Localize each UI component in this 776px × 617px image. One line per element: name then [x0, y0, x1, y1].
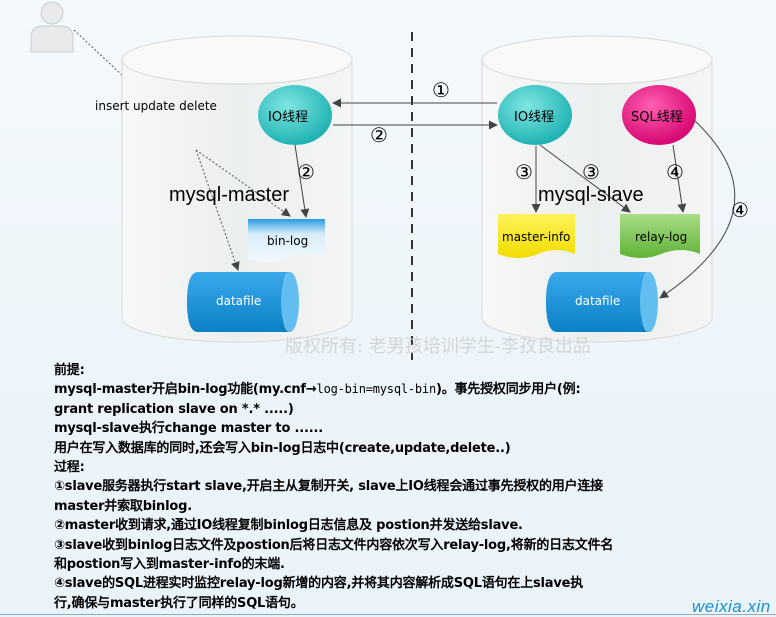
notes-heading-process: 过程:	[54, 460, 85, 476]
slave-datafile-shape	[546, 272, 658, 332]
step-1-marker: ①	[432, 78, 450, 102]
master-info-doc-shape	[498, 214, 575, 258]
notes-line: ②master收到请求,通过IO线程复制binlog日志信息及 postion并…	[54, 518, 523, 534]
user-connector	[73, 29, 124, 77]
relay-log-label: relay-log	[635, 230, 688, 244]
slave-sql-thread-label: SQL线程	[631, 110, 683, 125]
notes-section: 前提: mysql-master开启bin-log功能(my.cnf→log-b…	[54, 361, 764, 613]
insert-update-delete-label: insert update delete	[95, 99, 217, 113]
slave-datafile-label: datafile	[575, 294, 621, 308]
replication-diagram	[30, 1, 736, 360]
arrow-master-io-to-binlog	[294, 144, 310, 218]
slave-io-thread-shape	[498, 85, 572, 145]
dotted-arrow-to-binlog	[195, 149, 291, 217]
relay-log-doc-shape	[620, 214, 700, 258]
arrow-slave-io-to-relay-log	[539, 144, 631, 213]
notes-code: log-bin=mysql-bin	[316, 382, 437, 397]
binlog-doc-shape	[248, 219, 325, 262]
notes-line: ④slave的SQL进程实时监控relay-log新增的内容,并将其内容解析成S…	[54, 576, 584, 592]
master-datafile-shape	[187, 272, 299, 332]
notes-heading-premise: 前提:	[54, 363, 85, 378]
notes-line: 和postion写入到master-info的末端.	[54, 557, 285, 573]
master-io-thread-shape	[258, 85, 332, 145]
slave-sql-thread-shape	[622, 85, 696, 145]
arrow-sql-to-datafile	[659, 119, 736, 299]
dotted-arrow-to-datafile	[195, 149, 240, 271]
notes-line: ①slave服务器执行start slave,开启主从复制开关, slave上I…	[54, 479, 603, 495]
notes-line: 行,确保与master执行了同样的SQL语句。	[54, 595, 304, 611]
copyright-watermark: 版权所有: 老男孩培训学生-李孜良出品	[285, 336, 591, 357]
slave-label: mysql-slave	[538, 184, 644, 206]
binlog-label: bin-log	[267, 234, 309, 248]
step-2-arrow-marker: ②	[370, 123, 388, 147]
notes-text: mysql-master开启bin-log功能(my.cnf→	[54, 382, 317, 398]
master-datafile-label: datafile	[216, 294, 262, 308]
notes-line: ③slave收到binlog日志文件及postion后将日志文件内容依次写入re…	[54, 537, 614, 553]
step-3b-marker: ③	[582, 160, 600, 184]
notes-line: 用户在写入数据库的同时,还会写入bin-log日志中(create,update…	[54, 440, 511, 456]
arrow-sql-to-relay-log	[672, 144, 687, 213]
notes-text: )。事先授权同步用户(例:	[435, 382, 581, 398]
bottom-rule	[0, 614, 776, 615]
site-watermark: weixia.xin	[692, 597, 771, 616]
user-icon	[30, 1, 74, 53]
master-io-thread-label: IO线程	[268, 110, 309, 125]
notes-line: mysql-slave执行change master to ......	[54, 421, 323, 437]
master-label: mysql-master	[169, 184, 290, 206]
notes-line: mysql-master开启bin-log功能(my.cnf→log-bin=m…	[54, 380, 764, 399]
step-2-master-marker: ②	[297, 160, 315, 184]
notes-line: grant replication slave on *.* .....)	[54, 401, 294, 417]
step-3a-marker: ③	[515, 160, 533, 184]
slave-io-thread-label: IO线程	[514, 110, 555, 125]
step-4-relay-marker: ④	[666, 160, 684, 184]
master-info-label: master-info	[502, 230, 571, 244]
step-4-curve-marker: ④	[731, 198, 749, 222]
notes-line: master并索取binlog.	[54, 498, 192, 514]
